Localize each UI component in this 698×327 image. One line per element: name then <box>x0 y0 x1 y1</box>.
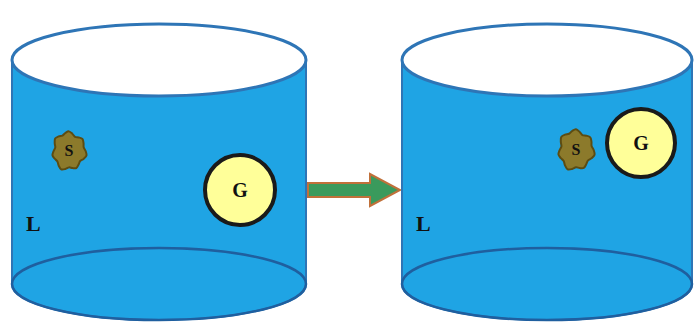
bubble-circle <box>205 155 275 225</box>
liquid-label: L <box>416 212 431 236</box>
cylinder-base <box>12 248 306 320</box>
solid-label: S <box>572 141 581 159</box>
gas-bubble: G <box>605 107 677 179</box>
cylinder-body <box>12 60 306 320</box>
particle-blob <box>52 131 86 169</box>
process-arrow <box>308 174 400 206</box>
cylinder-opening <box>12 24 306 96</box>
cylinder-body <box>402 60 692 320</box>
particle-blob <box>558 129 594 169</box>
solid-label: S <box>65 142 74 160</box>
bubble-circle <box>607 109 675 177</box>
liquid-label: L <box>26 212 41 236</box>
gas-bubble: G <box>203 153 277 227</box>
liquid-cylinder: L S G <box>400 22 694 322</box>
cylinder-base <box>402 248 692 320</box>
gas-label: G <box>633 132 649 154</box>
gas-label: G <box>232 179 248 201</box>
solid-particle: S <box>50 130 88 172</box>
cylinder-opening <box>402 24 692 96</box>
solid-particle: S <box>556 128 596 172</box>
liquid-cylinder: L S G <box>10 22 308 322</box>
